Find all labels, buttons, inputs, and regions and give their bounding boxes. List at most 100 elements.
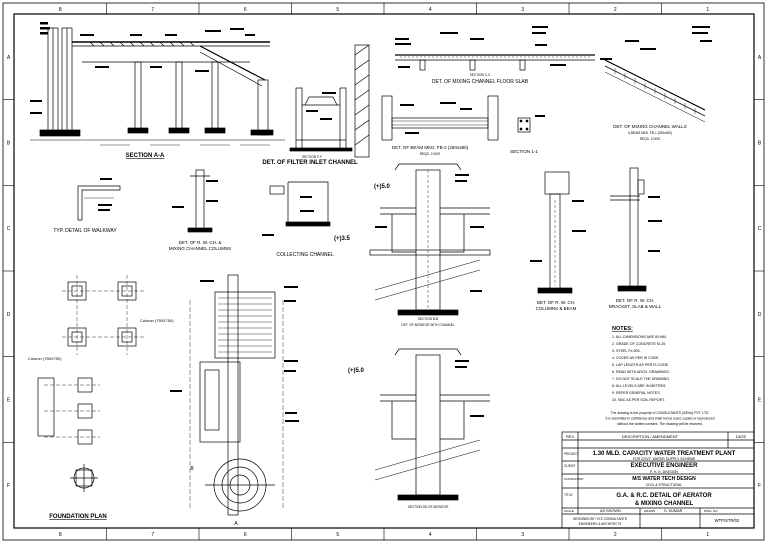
bracket-title: DET. OF R. W. CH. [616,298,655,303]
col-tag-1: Column (750X750) [140,318,174,323]
level-upper: (+)5.0 [374,184,391,190]
grid-row-label: C [758,226,762,232]
section-aa-title: SECTION A-A [126,153,165,159]
grid-col-label: 3 [521,7,524,13]
col-beam-subtitle: COLUMNS & BEAM [536,306,577,311]
grid-col-label: 8 [59,7,62,13]
tb-client-sub: P. H. E. DIVISION [650,470,678,474]
section-ff-view [289,44,370,158]
section-mark-a: A [234,521,238,527]
foundation-title: FOUNDATION PLAN [49,514,107,520]
note-item: 4. COVER AS PER IS CODE. [612,356,660,360]
foundation-plan-view [37,275,145,492]
grid-row-label: A [758,55,762,61]
outer-border [2,2,765,541]
tb-project-sub: FOR GOVT. WATER SUPPLY SCHEME [633,457,696,461]
section-dd-annotations [455,360,484,417]
rw-columns-view [187,169,213,233]
mixing-walls-annotations [600,26,712,60]
bracket-subtitle: BRACKET, SLAB & WALL [609,304,662,309]
section-ff-subtitle: DET. OF FILTER INLET CHANNEL [262,160,358,166]
section-mark-b: B [190,466,194,472]
mixing-walls-view [604,59,706,123]
grid-row-label: D [7,312,11,318]
walkway-title: TYP. DETAIL OF WALKWAY [53,228,117,234]
collecting-channel-view [269,181,331,227]
section-11-title: SECTION 1-1 [510,149,538,154]
note-item: 1. ALL DIMENSIONS ARE IN MM. [612,335,667,339]
grid-row-label: D [758,312,762,318]
section-cc-view [395,54,595,71]
col-beam-annotations [530,200,586,262]
grid-row-label: A [7,55,11,61]
rw-columns-title: DET. OF R. W. CH. & [179,240,222,245]
tb-title-1: G.A. & R.C. DETAIL OF AERATOR [616,493,712,499]
grid-col-label: 6 [244,532,247,538]
border-grid-ticks [3,3,764,540]
section-ff-title: SECTION F-F [302,155,322,159]
tb-consultant-sub: CIVIL & STRUCTURAL [646,483,682,487]
tb-project-label: PROJECT [564,452,579,456]
grid-col-label: 4 [429,532,432,538]
tb-consultant: M/S WATER TECH DESIGN [632,476,696,482]
grid-col-label: 7 [151,532,154,538]
note-item: 6. READ WITH ARCH. DRAWINGS. [612,370,670,374]
tb-project: 1.30 MLD. CAPACITY WATER TREATMENT PLANT [593,451,736,457]
disclaimer-block: The drawing is the property of CONSULTAN… [606,411,715,426]
tb-rev-header: REV. [566,434,575,439]
bracket-view [610,167,647,292]
rw-columns-subtitle: MIXING CHANNEL COLUMNS [169,246,231,251]
title-block [561,431,755,529]
tb-drawn-label: DRAWN [644,509,655,513]
beam-fb2-title: DET. OF BEAM MKD. FB-2 (250x380) [392,145,469,150]
grid-col-label: 1 [706,532,709,538]
collecting-channel-title: COLLECTING CHANNEL [276,252,333,258]
grid-col-label: 1 [706,7,709,13]
grid-col-label: 7 [151,7,154,13]
aerator-plan-view [189,274,284,516]
section-bb-view [369,163,491,316]
beam-fb2-subtitle: REQD. 2 NOS [420,152,441,156]
grid-col-label: 2 [614,7,617,13]
grid-row-label: B [758,141,762,147]
note-item: 2. GRADE OF CONCRETE M-25. [612,342,666,346]
section-bb-annotations [375,174,484,292]
tb-desc-header: DESCRIPTION / AMENDMENT [622,434,679,439]
level-lower: (+)5.0 [348,368,365,374]
note-item: 7. DO NOT SCALE THE DRAWING. [612,377,670,381]
col-beam-title: DET. OF R. W. CH. [537,300,576,305]
tb-client-label: CLIENT [564,464,575,468]
mixing-walls-qty: REQD. 2 NOS [640,137,661,141]
grid-col-label: 3 [521,532,524,538]
tb-date-header: DATE [736,434,747,439]
section-dd-title: SECTION DD OF AERATOR [408,505,449,509]
section-dd-view [374,348,490,501]
tb-dwg-no: WTP/STR/02 [715,518,740,523]
tb-client: EXECUTIVE ENGINEER [630,463,698,469]
note-item: 10. SBC AS PER SOIL REPORT. [612,398,665,402]
grid-col-label: 4 [429,7,432,13]
section-bb-title: SECTION B-B [418,317,438,321]
rw-columns-annotations [172,180,218,208]
grid-row-label: C [7,226,11,232]
collecting-channel-annotations [262,196,314,236]
beam-fb2-view [381,95,531,141]
grid-row-label: B [7,141,11,147]
tb-scale-label: SCALE [564,509,574,513]
beam-fb2-annotations [400,102,545,134]
tb-firm-1: DESIGNED BY: XYZ CONSULTANTS [573,517,627,521]
section-cc-title: SECTION C-C [470,73,491,77]
col-tag-2: Column (750X750) [28,356,62,361]
notes-heading: NOTES: [612,326,633,332]
grid-row-label: F [758,483,761,489]
walkway-view [77,185,121,221]
tb-dwg-label: DWG. NO. [704,509,718,513]
grid-col-label: 5 [336,7,339,13]
note-item: 5. LAP LENGTH AS PER IS CODE. [612,363,669,367]
tb-consultant-label: CONSULTANT [564,477,584,481]
tb-drawn: S. KUMAR [664,509,683,513]
section-cc-subtitle: DET. OF MIXING CHANNEL FLOOR SLAB [432,79,529,85]
